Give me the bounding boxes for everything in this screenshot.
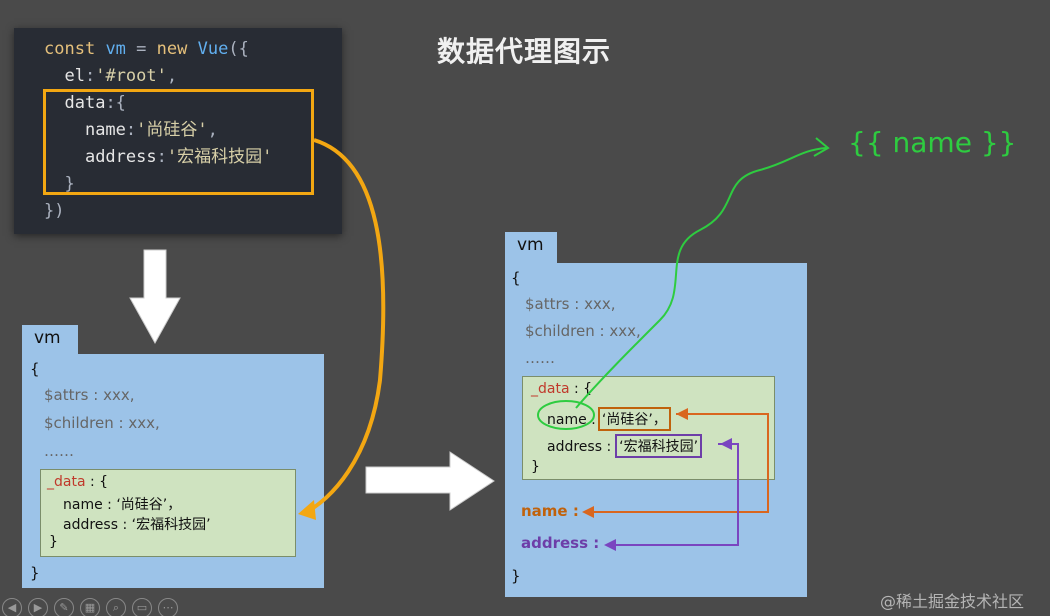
code-line-4: name:'尚硅谷', — [84, 120, 218, 140]
right-data-close: } — [531, 459, 540, 475]
left-vm-open: { — [30, 360, 40, 378]
zoom-icon[interactable]: ⌕ — [106, 598, 126, 616]
more-icon[interactable]: ⋯ — [158, 598, 178, 616]
page-title: 数据代理图示 — [437, 35, 612, 68]
mustache-template: {{ name }} — [848, 126, 1017, 159]
right-vm-name-proxy: name : — [521, 502, 579, 520]
left-data-name: name : ‘尚硅谷’， — [63, 497, 182, 513]
right-arrow — [365, 451, 495, 511]
purple-arrowhead-top — [720, 438, 732, 450]
yellow-arrowhead — [298, 500, 316, 520]
left-vm-children: $children : xxx, — [44, 414, 160, 432]
orange-link — [590, 413, 769, 513]
down-arrow — [129, 249, 181, 345]
code-line-5: address:'宏福科技园' — [84, 147, 273, 167]
left-data-header: _data : { — [47, 474, 109, 490]
right-vm-attrs: $attrs : xxx, — [525, 295, 616, 313]
right-vm-ellipsis: …… — [525, 349, 555, 367]
left-data-close: } — [49, 534, 58, 550]
right-data-header: _data : { — [531, 381, 593, 397]
green-arrowhead — [813, 137, 830, 157]
purple-link — [612, 443, 739, 546]
code-line-2: el:'#root', — [64, 66, 178, 86]
code-line-6: } — [64, 174, 75, 194]
orange-arrowhead — [582, 506, 594, 518]
green-circle — [537, 400, 595, 430]
code-line-7: }) — [44, 201, 65, 221]
right-data-name-value: ‘尚硅谷’， — [597, 407, 671, 431]
orange-arrowhead-top — [676, 408, 688, 420]
right-vm-children: $children : xxx, — [525, 322, 641, 340]
green-link — [575, 147, 827, 409]
slides-icon[interactable]: ▦ — [80, 598, 100, 616]
left-vm-attrs: $attrs : xxx, — [44, 386, 135, 404]
code-block: const vm = new Vue({ el:'#root', data:{ … — [14, 28, 342, 234]
pen-icon[interactable]: ✎ — [54, 598, 74, 616]
slideshow-toolbar: ◀ ▶ ✎ ▦ ⌕ ▭ ⋯ — [2, 598, 178, 616]
right-vm-close: } — [511, 567, 521, 585]
watermark: @稀土掘金技术社区 — [880, 592, 1025, 611]
code-line-1: const vm = new Vue({ — [44, 39, 249, 59]
code-line-3: data:{ — [64, 93, 126, 113]
right-vm-address-proxy: address : — [521, 534, 600, 552]
purple-arrowhead — [604, 539, 616, 551]
left-vm-ellipsis: …… — [44, 442, 74, 460]
data-highlight-box — [43, 89, 314, 195]
left-data-box: _data : { name : ‘尚硅谷’， address : ‘宏福科技园… — [40, 469, 296, 557]
next-icon[interactable]: ▶ — [28, 598, 48, 616]
subtitle-icon[interactable]: ▭ — [132, 598, 152, 616]
left-vm-close: } — [30, 564, 40, 582]
left-data-address: address : ‘宏福科技园’ — [63, 517, 211, 533]
right-vm-open: { — [511, 269, 521, 287]
prev-icon[interactable]: ◀ — [2, 598, 22, 616]
left-vm-tab: vm — [22, 325, 78, 357]
right-data-address: address :‘宏福科技园’ — [547, 434, 703, 458]
right-data-name: name :‘尚硅谷’， — [547, 407, 671, 431]
right-vm-tab: vm — [505, 232, 557, 264]
right-data-address-value: ‘宏福科技园’ — [615, 434, 703, 458]
yellow-link — [305, 138, 386, 514]
